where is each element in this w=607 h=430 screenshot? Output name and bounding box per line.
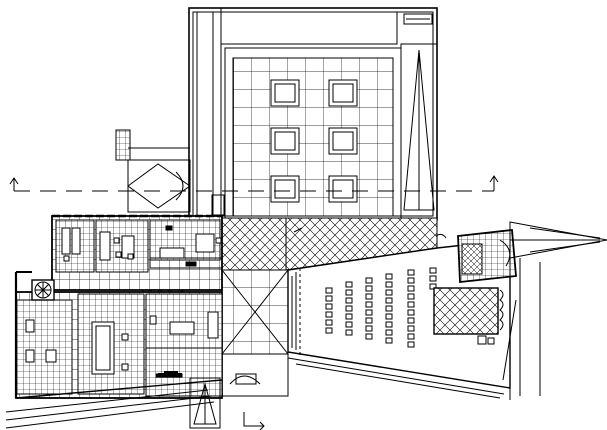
round-planter: [31, 279, 55, 301]
central-circulation: [221, 269, 289, 397]
east-triangular-roof: [400, 43, 438, 219]
east-canopy: [502, 221, 607, 400]
office-chairs: [63, 237, 222, 262]
west-office-block: [51, 214, 223, 291]
conference-table: [91, 321, 115, 375]
southwest-conference-room: [5, 271, 223, 429]
office-desks: [61, 227, 215, 261]
north-wing-corridor: [188, 7, 225, 221]
seating-rows: [325, 267, 437, 348]
conference-chairs: [25, 311, 219, 371]
west-stair: [115, 129, 191, 213]
trapezoidal-lecture-hall: [287, 239, 511, 399]
section-arrow-bottom: [243, 412, 265, 430]
landscape-shrubs: [435, 233, 504, 331]
south-entrance: [189, 377, 221, 429]
section-arrow-right: [489, 175, 499, 191]
section-arrow-left: [9, 177, 19, 191]
central-courtyard-grid: [188, 7, 438, 221]
courtyard-columns: [270, 79, 358, 203]
